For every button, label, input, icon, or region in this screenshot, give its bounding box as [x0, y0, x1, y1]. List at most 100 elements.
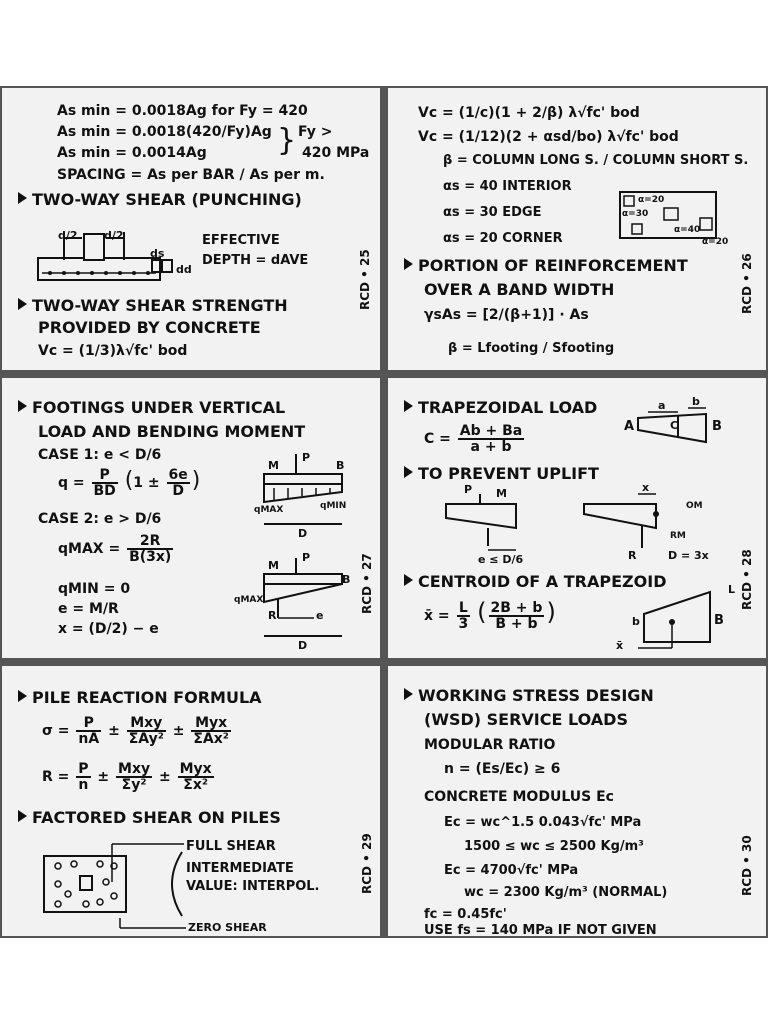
heading-over-a-band-width: OVER A BAND WIDTH	[424, 280, 615, 299]
fc-formula: fc = 0.45fc'	[424, 907, 507, 922]
diagram2-e-label: e	[316, 609, 324, 622]
column-location-diagram	[619, 191, 717, 239]
depth-label: DEPTH = dAVE	[202, 253, 309, 268]
heading-wsd-service-loads: (WSD) SERVICE LOADS	[424, 710, 628, 729]
modular-ratio-formula: n = (Es/Ec) ≥ 6	[444, 761, 561, 777]
diagram1-d-label: D	[298, 527, 308, 540]
heading-provided-by-concrete: PROVIDED BY CONCRETE	[38, 318, 261, 337]
trap-b-label: b	[692, 395, 700, 408]
uplift-e-label: e ≤ D/6	[478, 553, 524, 566]
heading-pile-reaction-formula: PILE REACTION FORMULA	[18, 690, 262, 706]
as-min-line-3: As min = 0.0014Ag	[57, 145, 207, 161]
interpolation-label: VALUE: INTERPOL.	[186, 879, 320, 894]
beta-footing-formula: β = Lfooting / Sfooting	[448, 341, 615, 356]
page-tag: RCD • 30	[740, 835, 754, 896]
case-2-label: CASE 2: e > D/6	[38, 511, 162, 527]
trapezoidal-load-diagram	[637, 407, 707, 444]
uplift-p-label: P	[464, 483, 473, 496]
alpha-20-corner-label: α=20	[702, 237, 729, 247]
diagram1-m-label: M	[268, 459, 279, 472]
uplift-om-label: OM	[686, 501, 703, 511]
diagram2-r-label: R	[268, 609, 277, 622]
trap-a-label: a	[658, 399, 666, 412]
centroid-L-label: L	[728, 583, 736, 596]
diagram1-b-label: B	[336, 459, 345, 472]
case-1-label: CASE 1: e < D/6	[38, 447, 162, 463]
beta-line: β = COLUMN LONG S. / COLUMN SHORT S.	[443, 153, 749, 168]
bullet-icon	[18, 690, 27, 702]
bullet-icon	[404, 400, 413, 412]
alpha-corner: αs = 20 CORNER	[443, 231, 563, 246]
heading-trapezoidal-load: TRAPEZOIDAL LOAD	[404, 400, 597, 416]
trap-C-label: C	[670, 419, 679, 432]
card-rcd-30: WORKING STRESS DESIGN (WSD) SERVICE LOAD…	[388, 666, 766, 936]
diagram1-qmax-label: qMAX	[254, 505, 284, 515]
diagram2-d-label: D	[298, 639, 308, 652]
as-min-line-1: As min = 0.0018Ag for Fy = 420	[57, 103, 308, 119]
bullet-icon	[404, 258, 413, 270]
bullet-icon	[18, 400, 27, 412]
heading-centroid-of-trapezoid: CENTROID OF A TRAPEZOID	[404, 574, 666, 590]
vc-formula: Vc = (1/3)λ√fc' bod	[38, 343, 188, 359]
brace-symbol: }	[277, 123, 297, 158]
diagram2-p-label: P	[302, 551, 311, 564]
brace-label-2: 420 MPa	[302, 145, 370, 161]
footing-pressure-diagrams	[263, 454, 343, 637]
x-line: x = (D/2) − e	[58, 621, 159, 637]
notes-grid: As min = 0.0018Ag for Fy = 420 As min = …	[0, 86, 768, 938]
uplift-rm-label: RM	[670, 531, 686, 541]
as-min-line-2: As min = 0.0018(420/Fy)Ag	[57, 124, 272, 140]
diagram2-m-label: M	[268, 559, 279, 572]
alpha-edge: αs = 30 EDGE	[443, 205, 542, 220]
diagram2-b-label: B	[342, 573, 351, 586]
page-tag: RCD • 29	[360, 833, 374, 894]
effective-label: EFFECTIVE	[202, 233, 280, 248]
gamma-formula: γsAs = [2/(β+1)] · As	[424, 307, 589, 323]
heading-two-way-shear-strength: TWO-WAY SHEAR STRENGTH	[18, 298, 288, 314]
bullet-icon	[18, 810, 27, 822]
centroid-B-label: B	[714, 613, 724, 628]
diagram1-p-label: P	[302, 451, 311, 464]
vc-line-2: Vc = (1/12)(2 + αsd/bo) λ√fc' bod	[418, 129, 679, 145]
bullet-icon	[404, 466, 413, 478]
ds-label: ds	[150, 247, 165, 260]
diagram1-qmin-label: qMIN	[320, 501, 347, 511]
qmin-line: qMIN = 0	[58, 581, 131, 597]
concrete-modulus-heading: CONCRETE MODULUS Ec	[424, 789, 614, 805]
alpha-40-label: α=40	[674, 225, 701, 235]
ec-formula-1: Ec = wc^1.5 0.043√fc' MPa	[444, 815, 642, 830]
brace-label: Fy >	[298, 124, 333, 140]
heading-two-way-shear: TWO-WAY SHEAR (PUNCHING)	[18, 192, 302, 208]
heading-factored-shear-on-piles: FACTORED SHEAR ON PILES	[18, 810, 281, 826]
bullet-icon	[404, 574, 413, 586]
trap-B-label: B	[712, 419, 722, 434]
centroid-b-label: b	[632, 615, 640, 628]
page-tag: RCD • 28	[740, 549, 754, 610]
alpha-20-label: α=20	[638, 195, 665, 205]
trap-A-label: A	[624, 419, 635, 434]
d-half-left-label: d/2	[58, 229, 78, 242]
d-half-right-label: d/2	[104, 229, 124, 242]
heading-footings-under-vertical: FOOTINGS UNDER VERTICAL	[18, 400, 285, 416]
wc-range: 1500 ≤ wc ≤ 2500 Kg/m³	[464, 839, 644, 854]
wc-normal: wc = 2300 Kg/m³ (NORMAL)	[464, 885, 668, 900]
pile-cap-diagram	[43, 843, 186, 929]
heading-load-and-bending: LOAD AND BENDING MOMENT	[38, 422, 306, 441]
e-line: e = M/R	[58, 601, 119, 617]
modular-ratio-heading: MODULAR RATIO	[424, 737, 556, 753]
full-shear-label: FULL SHEAR	[186, 839, 276, 854]
dd-label: dd	[176, 263, 192, 276]
heading-portion-of-reinforcement: PORTION OF REINFORCEMENT	[404, 258, 688, 274]
uplift-diagrams	[445, 493, 659, 551]
fs-note: USE fs = 140 MPa IF NOT GIVEN	[424, 923, 657, 936]
card-rcd-26: Vc = (1/c)(1 + 2/β) λ√fc' bod Vc = (1/12…	[388, 88, 766, 370]
uplift-m-label: M	[496, 487, 507, 500]
intermediate-label: INTERMEDIATE	[186, 861, 294, 876]
